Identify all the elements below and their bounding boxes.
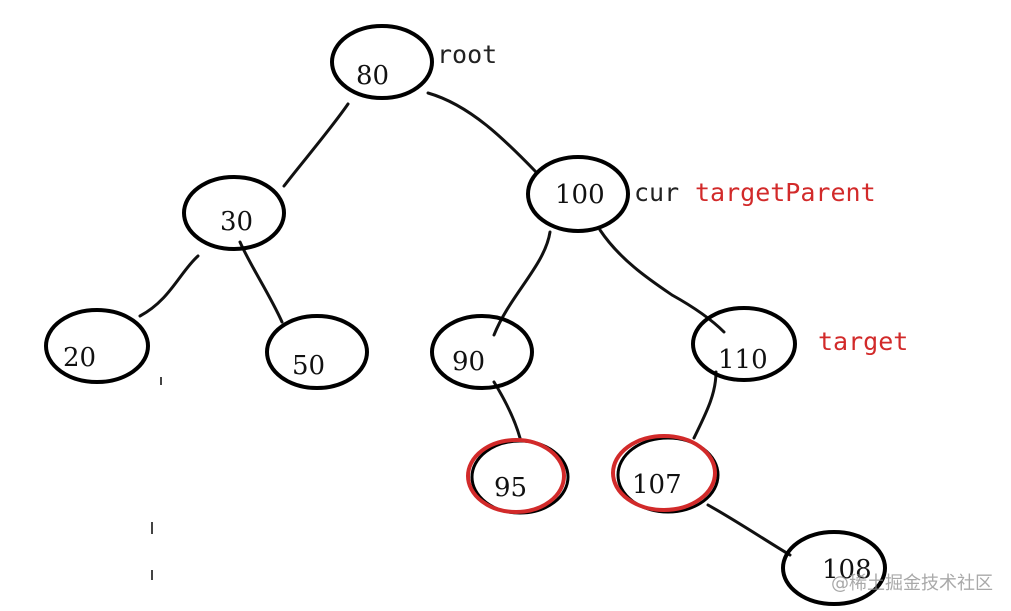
- tree-edges: [138, 91, 792, 557]
- edge-100-90: [492, 230, 552, 337]
- edge-90-95: [492, 380, 522, 440]
- label-root: root: [437, 40, 497, 69]
- tree-node-30: 30: [182, 175, 286, 251]
- node-value: 107: [632, 470, 682, 500]
- tree-node-50: 50: [265, 314, 369, 390]
- node-value: 95: [494, 473, 527, 503]
- edge-110-107: [692, 370, 718, 440]
- stray-mark: [160, 377, 162, 385]
- tree-node-20: 20: [44, 308, 150, 384]
- edge-30-50: [238, 240, 284, 324]
- stray-mark: [151, 522, 153, 534]
- tree-node-80: 80: [330, 24, 434, 100]
- node-value: 110: [718, 345, 768, 375]
- label-target: target: [818, 327, 908, 356]
- tree-node-90: 90: [430, 314, 534, 390]
- node-value: 50: [292, 351, 325, 381]
- tree-node-108: 108: [781, 530, 887, 606]
- edge-100-110: [598, 228, 726, 334]
- edge-107-108: [706, 503, 792, 557]
- node-value: 30: [220, 207, 253, 237]
- node-value: 80: [356, 61, 389, 91]
- node-value: 100: [555, 180, 605, 210]
- edge-80-30: [282, 102, 350, 188]
- stray-mark: [151, 570, 153, 580]
- edge-30-20: [138, 254, 200, 318]
- label-cur: cur: [634, 178, 679, 207]
- watermark: @稀土掘金技术社区: [831, 573, 993, 594]
- tree-node-100: 100: [526, 155, 630, 233]
- tree-node-110: 110: [691, 306, 797, 382]
- tree-node-107: 107: [611, 434, 720, 514]
- node-value: 108: [822, 555, 872, 585]
- edge-80-100: [426, 91, 538, 174]
- node-value: 20: [63, 343, 96, 373]
- tree-node-95: 95: [466, 438, 570, 515]
- node-value: 90: [452, 347, 485, 377]
- label-target-parent: targetParent: [695, 178, 876, 207]
